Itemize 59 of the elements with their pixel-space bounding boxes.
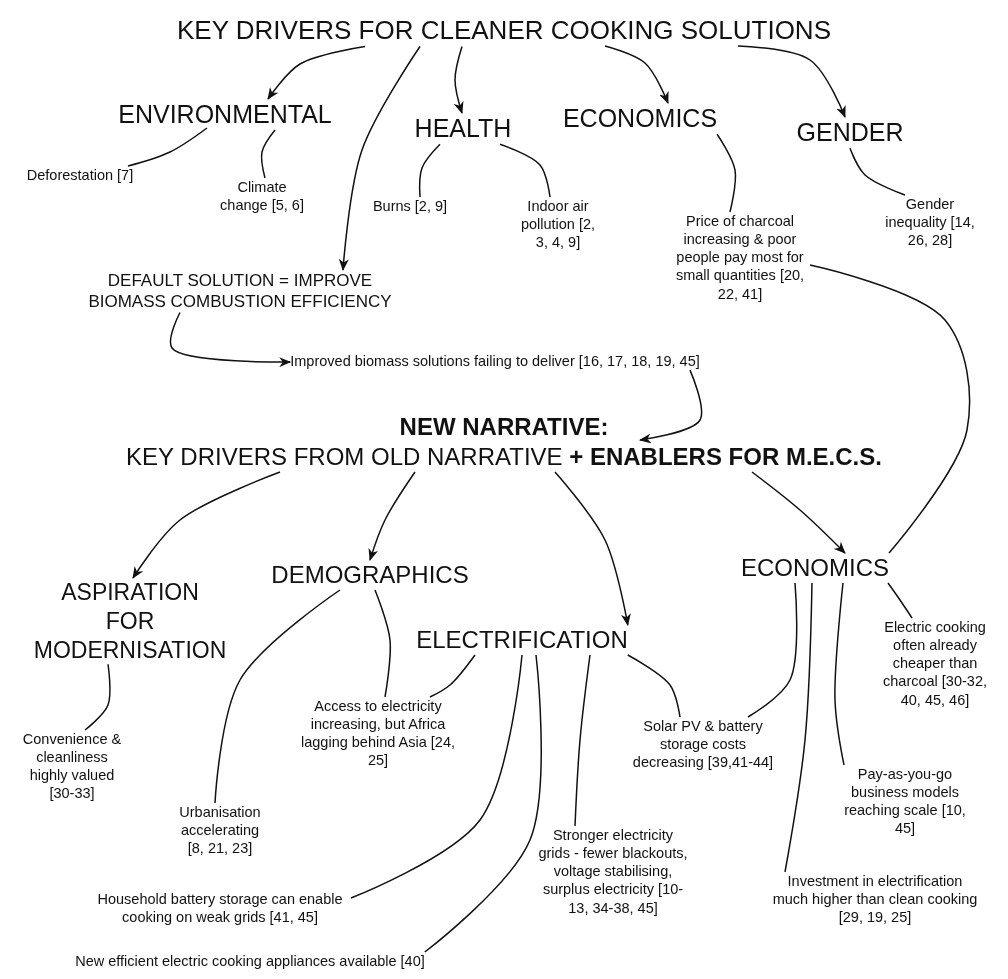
driver-note: Gender inequality [14, 26, 28] — [884, 195, 976, 250]
arrow — [554, 471, 631, 626]
connector-line — [260, 129, 276, 179]
connector-line — [716, 133, 737, 213]
connector-line — [374, 589, 392, 698]
driver-note: Investment in electrification much higher than clean cooking [29, 19, 25] — [769, 872, 981, 927]
connector-line — [499, 143, 551, 198]
main-heading: KEY DRIVERS FOR CLEANER COOKING SOLUTIONS — [177, 14, 831, 47]
driver-note: Burns [2, 9] — [372, 197, 448, 216]
category-heading: ELECTRIFICATION — [416, 625, 628, 655]
arrow — [639, 369, 703, 444]
category-heading: GENDER — [796, 117, 904, 149]
connector-line — [214, 589, 341, 804]
driver-note: Convenience & cleanliness highly valued [30-33] — [16, 730, 128, 803]
driver-note: Solar PV & battery storage costs decreasing [39,41-44] — [628, 717, 778, 772]
connector-line — [419, 143, 441, 198]
driver-note: Pay-as-you-go business models reaching scale [10, 45] — [844, 765, 966, 838]
driver-note: Climate change [5, 6] — [212, 178, 312, 215]
category-heading: ECONOMICS — [562, 103, 718, 135]
arrow — [338, 45, 421, 271]
connector-line — [627, 654, 681, 718]
arrow — [169, 311, 292, 368]
connector-line — [424, 654, 542, 953]
connector-line — [84, 663, 111, 731]
arrow — [368, 471, 416, 561]
driver-note: Deforestation [7] — [26, 166, 134, 185]
connector-line — [809, 264, 971, 554]
connector-line — [887, 582, 913, 619]
arrow — [132, 471, 281, 579]
driver-note: Urbanisation accelerating [8, 21, 23] — [171, 803, 269, 858]
driver-note: Access to electricity increasing, but Africa lagging behind Asia [24, 25] — [300, 697, 456, 770]
driver-note: Electric cooking often already cheaper than charcoal [30-32, 40, 45, 46] — [874, 618, 996, 709]
connector-line — [429, 654, 476, 698]
connector-line — [127, 127, 208, 167]
driver-note: Improved biomass solutions failing to deliver [16, 17, 18, 19, 45] — [290, 352, 700, 371]
category-heading: DEMOGRAPHICS — [271, 560, 469, 590]
connector-line — [747, 582, 798, 718]
solution-heading: DEFAULT SOLUTION = IMPROVE BIOMASS COMBUSTION EFFICIENCY — [85, 270, 395, 313]
connector-line — [834, 582, 845, 766]
connector-line — [784, 582, 813, 873]
connector-line — [350, 654, 523, 899]
arrow — [453, 45, 464, 114]
arrow — [604, 45, 669, 104]
driver-note: Household battery storage can enable cooking on weak grids [41, 45] — [89, 890, 351, 927]
category-heading: ASPIRATION FOR MODERNISATION — [33, 578, 227, 665]
driver-note: Price of charcoal increasing & poor people pay most for small quantities [20, 22, 41] — [670, 212, 810, 303]
arrow — [751, 471, 846, 554]
driver-note: New efficient electric cooking appliances available [40] — [75, 952, 425, 971]
category-heading: ENVIRONMENTAL — [118, 99, 332, 131]
arrow — [737, 45, 846, 118]
driver-note: Stronger electricity grids - fewer blackouts, voltage stabilising, surplus electricity [10-13, 34-38, 45] — [538, 826, 688, 917]
narrative-subheading: KEY DRIVERS FROM OLD NARRATIVE + ENABLERS FOR M.E.C.S. — [126, 442, 882, 472]
arrow — [267, 45, 366, 100]
connector-line — [849, 147, 906, 196]
narrative-heading: NEW NARRATIVE: — [399, 412, 609, 442]
category-heading: ECONOMICS — [741, 553, 889, 583]
driver-note: Indoor air pollution [2, 3, 4, 9] — [513, 197, 603, 252]
connector-line — [574, 654, 591, 827]
category-heading: HEALTH — [414, 113, 512, 145]
